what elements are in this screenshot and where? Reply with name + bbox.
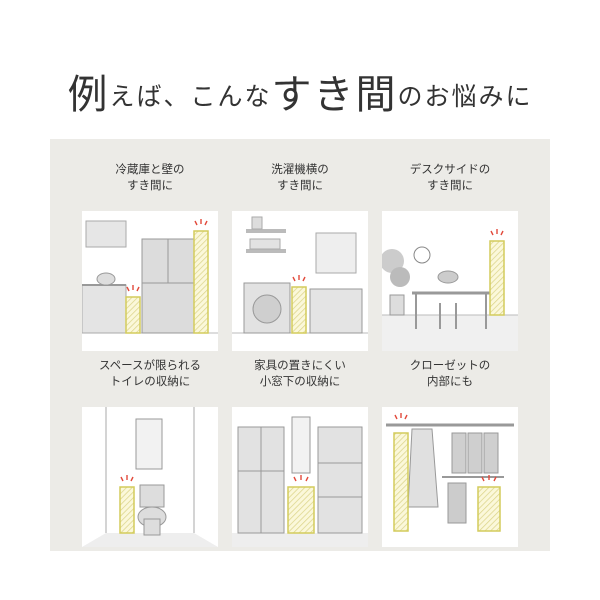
caption-line-1: 家具の置きにくい (254, 358, 346, 372)
caption-line-1: 洗濯機横の (271, 162, 329, 176)
caption-line-2: 内部にも (427, 374, 473, 388)
card-caption: デスクサイドの すき間に (382, 161, 518, 201)
card-washing-machine: 洗濯機横の すき間に (232, 161, 368, 351)
caption-line-1: 冷蔵庫と壁の (115, 162, 185, 176)
caption-line-2: すき間に (127, 178, 173, 192)
refrigerator-icon (82, 211, 218, 351)
headline-char-1: 例 (67, 72, 110, 118)
caption-line-2: すき間に (277, 178, 323, 192)
card-refrigerator: 冷蔵庫と壁の すき間に (82, 161, 218, 351)
caption-line-2: トイレの収納に (109, 374, 191, 388)
caption-line-2: 小窓下の収納に (259, 374, 341, 388)
headline-part-2: えば、こんな (109, 82, 272, 111)
card-closet: クローゼットの 内部にも (382, 357, 518, 547)
card-caption: 冷蔵庫と壁の すき間に (82, 161, 218, 201)
window-cabinet-icon (232, 407, 368, 547)
card-caption: 洗濯機横の すき間に (232, 161, 368, 201)
card-desk: デスクサイドの すき間に (382, 161, 518, 351)
toilet-icon (82, 407, 218, 547)
washing-machine-icon (232, 211, 368, 351)
headline: 例えば、こんなすき間のお悩みに (0, 72, 600, 120)
caption-line-1: デスクサイドの (409, 162, 491, 176)
use-case-panel: 冷蔵庫と壁の すき間に (50, 139, 550, 551)
card-caption: スペースが限られる トイレの収納に (82, 357, 218, 397)
headline-part-4: 間 (355, 72, 398, 118)
card-caption: クローゼットの 内部にも (382, 357, 518, 397)
desk-icon (382, 211, 518, 351)
caption-line-2: すき間に (427, 178, 473, 192)
caption-line-1: スペースが限られる (98, 358, 202, 372)
headline-part-5: のお悩みに (397, 82, 533, 111)
card-toilet: スペースが限られる トイレの収納に (82, 357, 218, 547)
card-caption: 家具の置きにくい 小窓下の収納に (232, 357, 368, 397)
closet-icon (382, 407, 518, 547)
caption-line-1: クローゼットの (409, 358, 491, 372)
card-window-cabinet: 家具の置きにくい 小窓下の収納に (232, 357, 368, 547)
headline-emphasis: すき (271, 72, 356, 118)
